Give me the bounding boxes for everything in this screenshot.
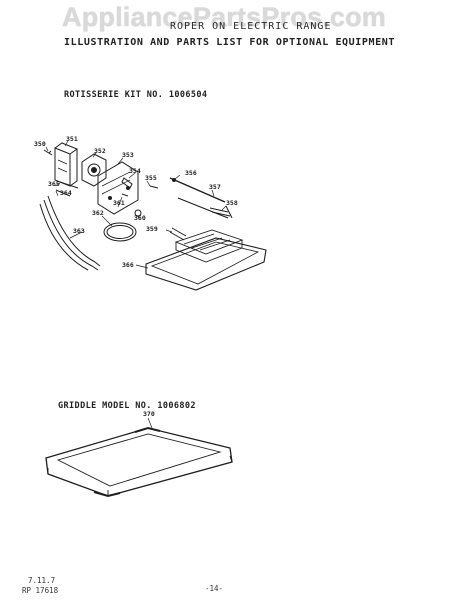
griddle-plate-outer bbox=[45, 427, 233, 497]
callout-366: 366 bbox=[122, 261, 134, 269]
callout-370: 370 bbox=[143, 410, 155, 418]
callout-353: 353 bbox=[122, 151, 134, 159]
callout-356: 356 bbox=[185, 169, 197, 177]
part-356-spit-rod bbox=[169, 177, 226, 203]
part-354-clip bbox=[121, 177, 133, 189]
griddle-section-title: GRIDDLE MODEL NO. 1006802 bbox=[58, 401, 196, 411]
griddle-drawing bbox=[45, 417, 233, 498]
part-350-screw bbox=[43, 149, 53, 156]
part-363-wiring-harness bbox=[39, 195, 101, 271]
part-351-bracket bbox=[54, 142, 79, 187]
page-number: -14- bbox=[205, 584, 224, 593]
footer-code: RP 17618 bbox=[22, 586, 59, 595]
part-rack bbox=[174, 229, 244, 263]
part-357-rod bbox=[177, 197, 229, 219]
callout-363: 363 bbox=[73, 227, 85, 235]
callout-358: 358 bbox=[226, 199, 238, 207]
part-364-wire bbox=[55, 189, 71, 197]
callout-350: 350 bbox=[34, 140, 46, 148]
callout-labels: 350 351 352 353 354 355 356 357 358 359 … bbox=[34, 135, 238, 269]
callout-351: 351 bbox=[66, 135, 78, 143]
griddle-plate-inner bbox=[56, 433, 222, 487]
part-362-wire-loop bbox=[103, 222, 137, 242]
callout-361: 361 bbox=[113, 199, 125, 207]
document-header-line1: ROPER ON ELECTRIC RANGE bbox=[170, 21, 332, 32]
callout-354: 354 bbox=[129, 167, 141, 175]
part-355-pin bbox=[149, 185, 159, 189]
callout-365: 365 bbox=[48, 180, 60, 188]
callout-355: 355 bbox=[145, 174, 157, 182]
callout-360: 360 bbox=[134, 214, 146, 222]
part-366-drip-pan bbox=[145, 237, 267, 291]
callout-357: 357 bbox=[209, 183, 221, 191]
watermark-logo: AppliancePartsPros.com bbox=[62, 2, 387, 32]
part-365-cord bbox=[59, 181, 79, 189]
rotisserie-section-title: ROTISSERIE KIT NO. 1006504 bbox=[64, 90, 208, 100]
part-359-holder bbox=[169, 227, 187, 241]
part-358-fork bbox=[209, 205, 233, 219]
document-header-line2: ILLUSTRATION AND PARTS LIST FOR OPTIONAL… bbox=[64, 37, 396, 48]
callout-359: 359 bbox=[146, 225, 158, 233]
part-353-plate bbox=[97, 161, 139, 215]
callout-362: 362 bbox=[92, 209, 104, 217]
part-361-spacer bbox=[121, 193, 129, 197]
callout-364: 364 bbox=[60, 189, 72, 197]
footer-date: 7.11.7 bbox=[28, 576, 56, 585]
callout-352: 352 bbox=[94, 147, 106, 155]
part-352-motor bbox=[81, 153, 107, 187]
